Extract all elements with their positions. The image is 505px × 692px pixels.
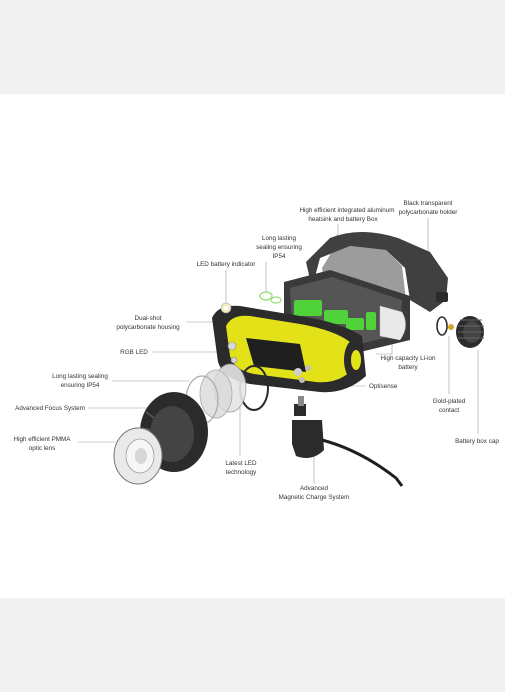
label-holder-line2: polycarbonate holder [399, 209, 458, 216]
bottom-margin-band [0, 598, 505, 692]
label-lens-line1: High efficient PMMA [14, 436, 72, 443]
label-focus-system: Advanced Focus System [15, 405, 85, 412]
label-housing-line2: polycarbonate housing [116, 324, 180, 331]
label-holder-line1: Black transparent [403, 200, 452, 207]
label-optisense: Optisense [369, 383, 398, 390]
label-battery-cap: Battery box cap [455, 438, 499, 445]
label-battery-indicator: LED battery indicator [197, 261, 256, 268]
label-gold-line2: contact [439, 407, 460, 414]
label-battery-line1: High capacity Li-ion [381, 355, 436, 362]
label-heatsink-line1: High efficient integrated aluminum [299, 207, 394, 214]
label-charge-line2: Magnetic Charge System [279, 494, 350, 501]
cap-o-ring [436, 316, 448, 336]
label-charge-line1: Advanced [300, 485, 329, 492]
callout-labels: High efficient integrated aluminum heats… [14, 200, 500, 501]
label-sealing-left-line1: Long lasting sealing [52, 373, 108, 380]
label-gold-line1: Gold-plated [433, 398, 466, 405]
label-sealing-top-line1: Long lasting [262, 235, 296, 242]
label-led-tech-line1: Latest LED [225, 460, 257, 467]
pmma-optic-lens [113, 427, 163, 485]
label-sealing-top-line2: sealing ensuring [256, 244, 302, 251]
label-heatsink-line2: heatsink and battery Box [308, 216, 378, 223]
top-margin-band [0, 0, 505, 94]
led-lenses [294, 365, 311, 383]
led-module-rings [185, 363, 247, 425]
label-led-tech-line2: technology [226, 469, 257, 476]
label-rgb-led: RGB LED [120, 349, 148, 356]
label-housing-line1: Dual-shot [135, 315, 162, 322]
battery-box-cap [436, 316, 484, 348]
rgb-led-cluster [227, 341, 238, 364]
battery-contacts [294, 300, 376, 330]
label-sealing-left-line2: ensuring IP54 [61, 382, 100, 389]
gold-plated-contact [448, 324, 454, 330]
magnetic-charge-system [292, 396, 404, 487]
sealing-top [259, 291, 282, 304]
led-battery-indicator [220, 302, 232, 314]
label-battery-line2: battery [398, 364, 418, 371]
label-lens-line2: optic lens [29, 445, 56, 452]
label-sealing-top-line3: IP54 [273, 253, 286, 260]
